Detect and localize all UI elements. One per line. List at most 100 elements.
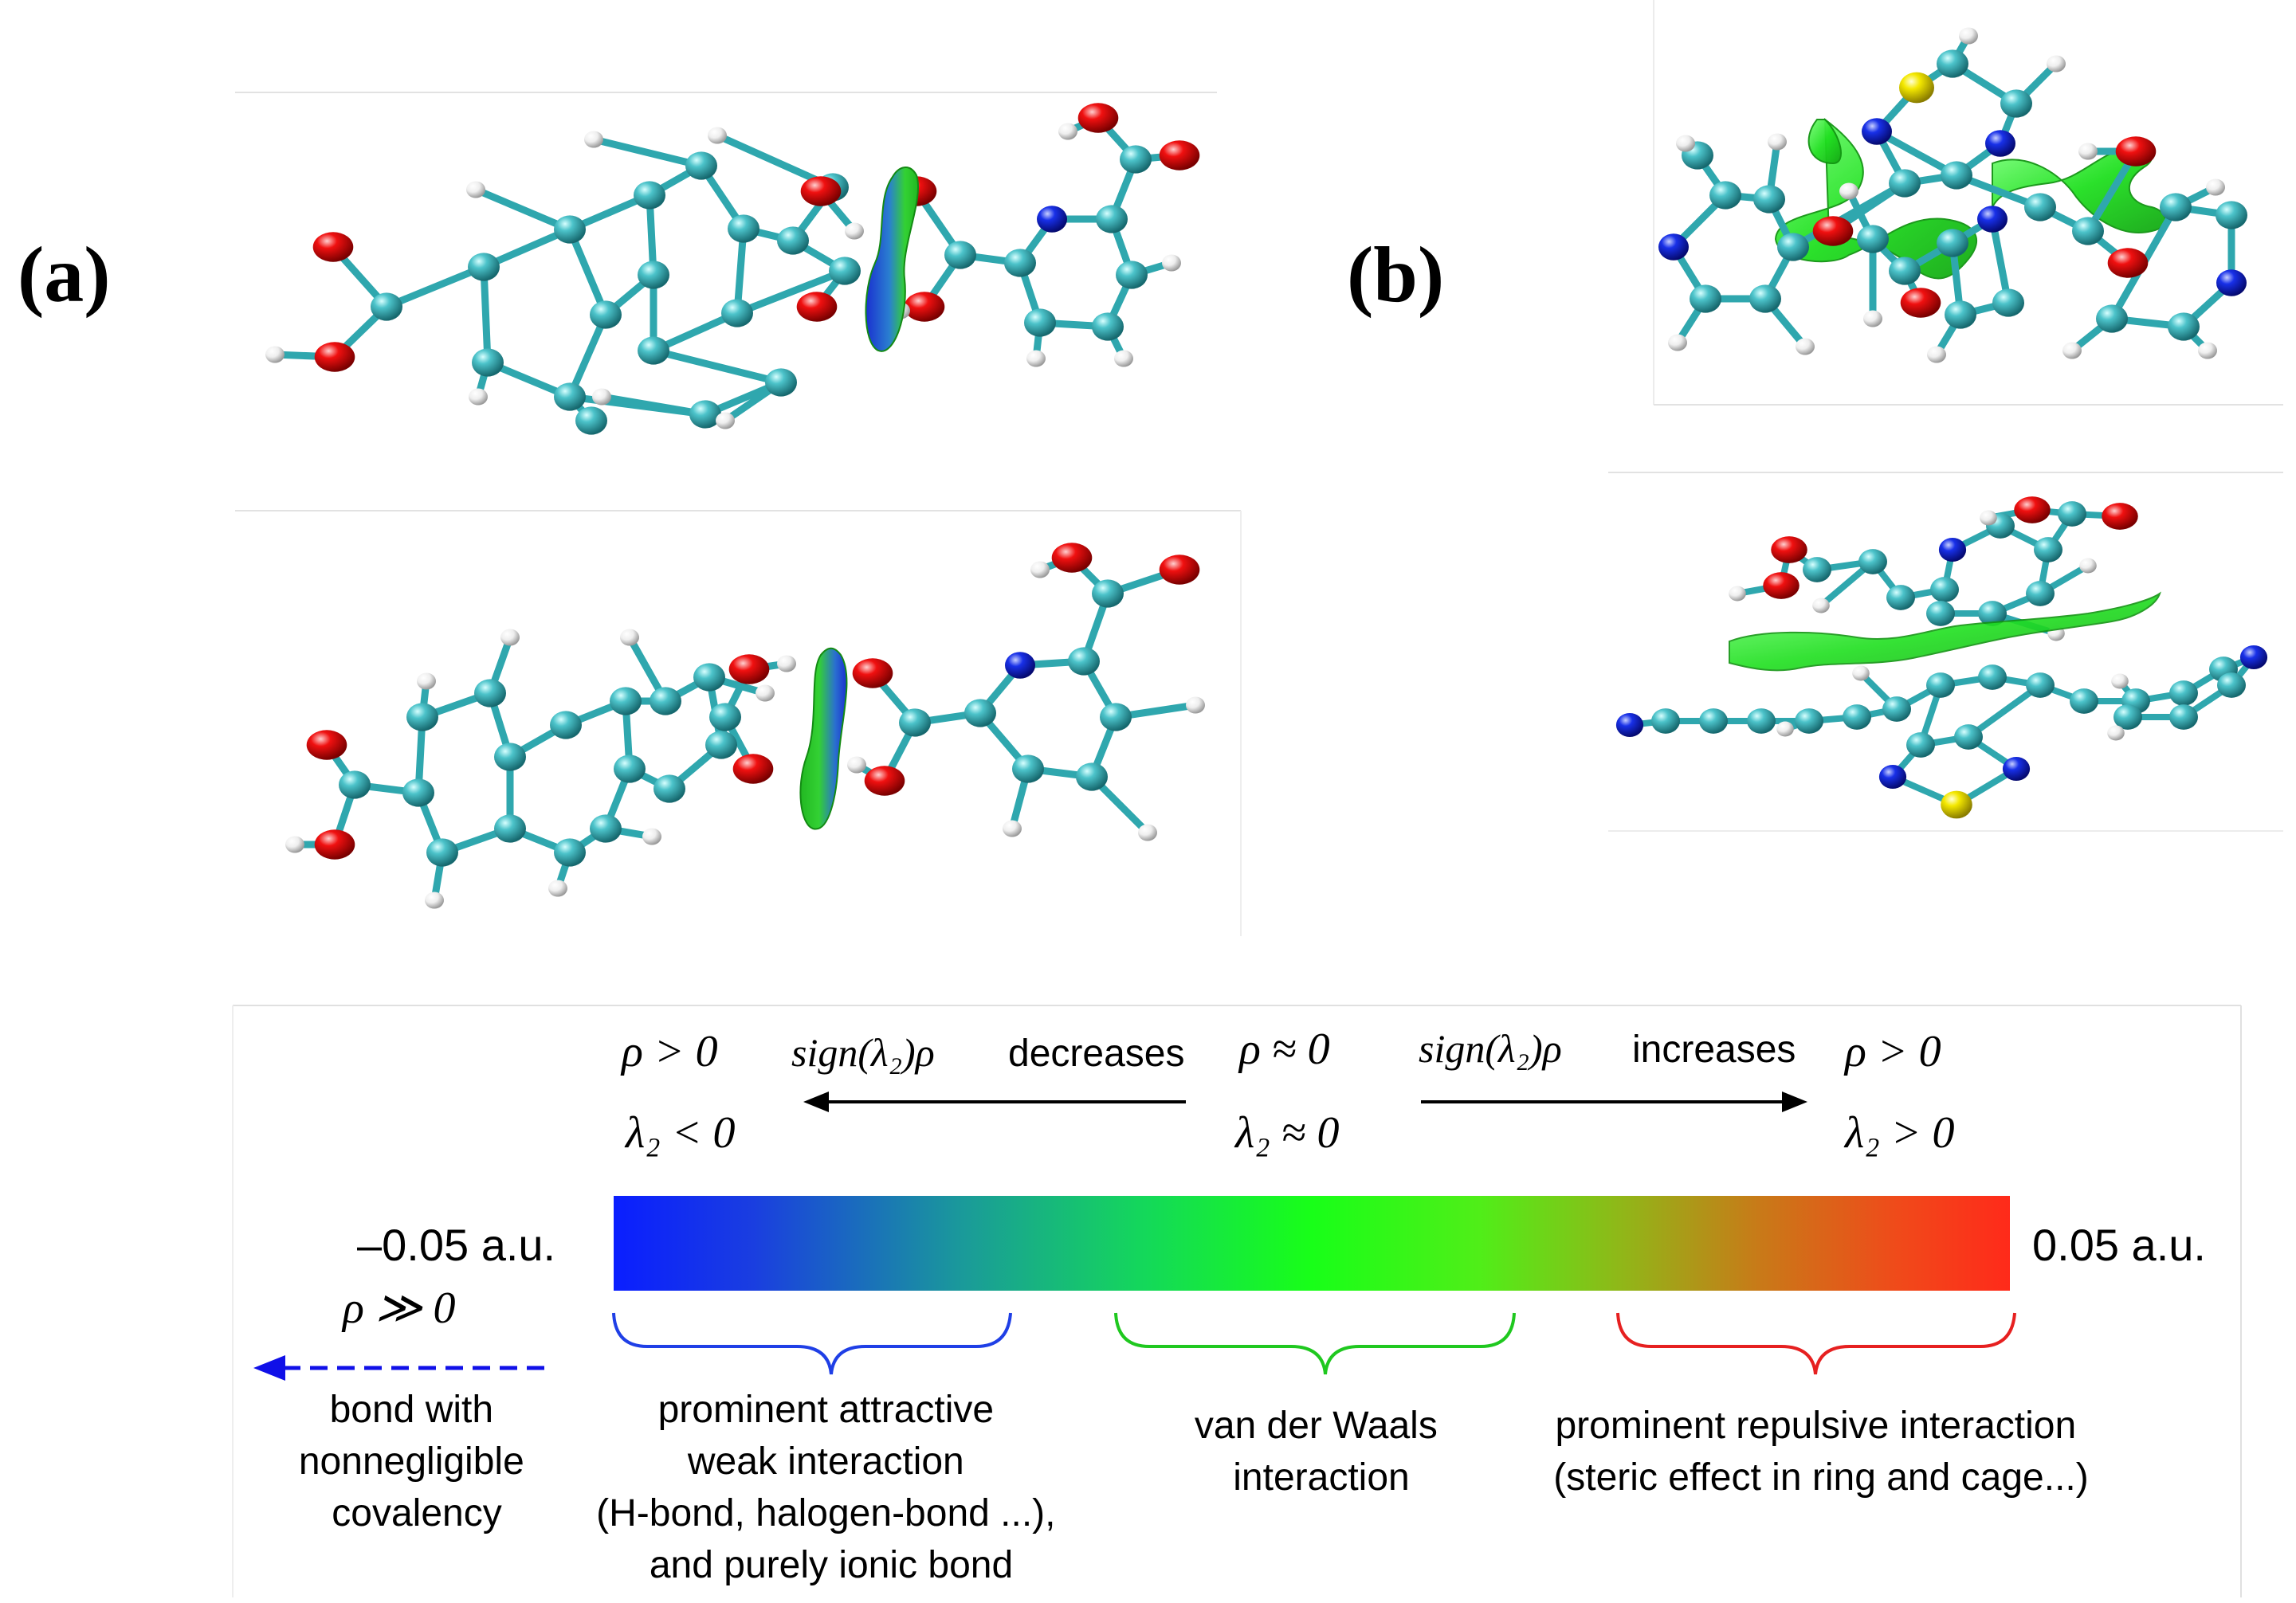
bond — [1964, 681, 2044, 741]
carbon-atom — [550, 711, 582, 739]
carbon-atom — [1926, 672, 1955, 698]
hydrogen-atom — [2047, 55, 2066, 73]
carbon-atom — [1100, 703, 1132, 731]
panel-b-label: (b) — [1347, 230, 1444, 319]
carbon-atom — [2058, 501, 2086, 527]
carbon-atom — [653, 774, 685, 803]
carbon-atom — [1937, 229, 1968, 257]
oxygen-atom — [1077, 103, 1119, 133]
hydrogen-atom — [1030, 561, 1050, 578]
carbon-atom — [1092, 312, 1124, 341]
hydrogen-atom — [548, 880, 567, 897]
carbon-atom — [1906, 732, 1935, 758]
carbon-atom — [2168, 312, 2200, 341]
carbon-atom — [705, 731, 737, 759]
carbon-atom — [1699, 708, 1728, 734]
carbon-atom — [402, 778, 434, 807]
oxygen-atom — [306, 730, 347, 760]
decreasing-arrow — [803, 1092, 1186, 1112]
repulsive-brace — [1616, 1312, 2016, 1375]
carbon-atom — [1992, 288, 2024, 317]
carbon-atom — [650, 687, 681, 715]
hydrogen-atom — [1927, 346, 1946, 363]
oxygen-atom — [728, 654, 770, 684]
oxygen-atom — [2102, 503, 2138, 530]
hydrogen-atom — [847, 756, 866, 774]
carbon-atom — [590, 300, 622, 329]
bond — [733, 225, 748, 317]
nitrogen-atom — [1977, 206, 2008, 233]
carbon-atom — [685, 151, 717, 180]
center-rho-condition: ρ ≈ 0 — [1238, 1025, 1330, 1074]
hydrogen-atom — [469, 388, 488, 406]
hydrogen-atom — [500, 629, 520, 646]
carbon-atom — [554, 838, 586, 867]
increasing-arrow — [1421, 1092, 1807, 1112]
increases-function: sign(λ₂)ρ — [1419, 1026, 1562, 1071]
hydrogen-atom — [1058, 123, 1077, 140]
carbon-atom — [2070, 688, 2098, 714]
carbon-atom — [1889, 257, 1921, 285]
attractive-brace — [612, 1312, 1012, 1375]
bond — [650, 347, 785, 386]
covalency-line-2: nonnegligible — [299, 1440, 524, 1483]
hydrogen-atom — [2062, 342, 2082, 359]
bond — [383, 263, 488, 311]
carbon-atom — [638, 336, 669, 365]
carbon-atom — [1777, 233, 1809, 261]
carbon-atom — [2000, 89, 2032, 118]
oxygen-atom — [852, 658, 893, 688]
carbon-atom — [1004, 249, 1036, 277]
carbon-atom — [1024, 308, 1056, 337]
carbon-atom — [1092, 579, 1124, 608]
nitrogen-atom — [1862, 118, 1892, 145]
carbon-atom — [472, 348, 504, 377]
right-rho-condition: ρ > 0 — [1843, 1027, 1941, 1076]
center-lambda-condition: λ₂ ≈ 0 — [1234, 1108, 1339, 1158]
hydrogen-atom — [777, 655, 796, 672]
carbon-atom — [1945, 300, 1976, 329]
nitrogen-atom — [1878, 764, 1907, 790]
nitrogen-atom — [2239, 645, 2268, 670]
carbon-atom — [634, 181, 665, 210]
carbon-atom — [1941, 161, 1972, 190]
carbon-atom — [554, 382, 586, 411]
attractive-description: prominent attractive weak interaction (H… — [596, 1389, 1066, 1586]
stacked-dimer-b2-render — [1615, 496, 2268, 819]
oxygen-atom — [796, 292, 838, 322]
hydrogen-atom — [2079, 558, 2097, 574]
carbon-atom — [474, 679, 506, 707]
attractive-line-2: weak interaction — [687, 1440, 964, 1483]
oxygen-atom — [1812, 216, 1854, 246]
carbon-atom — [575, 406, 607, 435]
carbon-atom — [1076, 762, 1108, 791]
hydrogen-atom — [1812, 598, 1830, 613]
hydrogen-atom — [1796, 338, 1815, 355]
van-der-waals-brace — [1114, 1312, 1516, 1375]
repulsive-description: prominent repulsive interaction (steric … — [1553, 1405, 2088, 1499]
hydrogen-atom — [1980, 510, 1997, 526]
oxygen-atom — [2115, 136, 2157, 167]
hydrogen-atom — [1729, 586, 1746, 602]
hydrogen-atom — [1852, 665, 1870, 681]
hydrogen-atom — [285, 836, 304, 853]
sulfur-atom — [1941, 790, 1972, 819]
carbon-atom — [468, 253, 500, 281]
sign-lambda2-rho-color-scale — [614, 1196, 2010, 1291]
carbon-atom — [494, 814, 526, 843]
carbon-atom — [944, 241, 976, 269]
carbon-atom — [590, 814, 622, 843]
nitrogen-atom — [1005, 652, 1035, 679]
carbon-atom — [1096, 205, 1128, 233]
carbon-atom — [1937, 49, 1968, 78]
decreases-function: sign(λ₂)ρ — [791, 1030, 935, 1075]
carbon-atom — [2072, 217, 2104, 245]
oxygen-atom — [1900, 288, 1941, 318]
carbon-atom — [2026, 672, 2055, 698]
bond — [480, 263, 492, 366]
carbon-atom — [765, 368, 797, 397]
hydrogen-atom — [1668, 334, 1687, 351]
hydrogen-atom — [756, 684, 775, 702]
vdw-line-2: interaction — [1233, 1456, 1409, 1499]
